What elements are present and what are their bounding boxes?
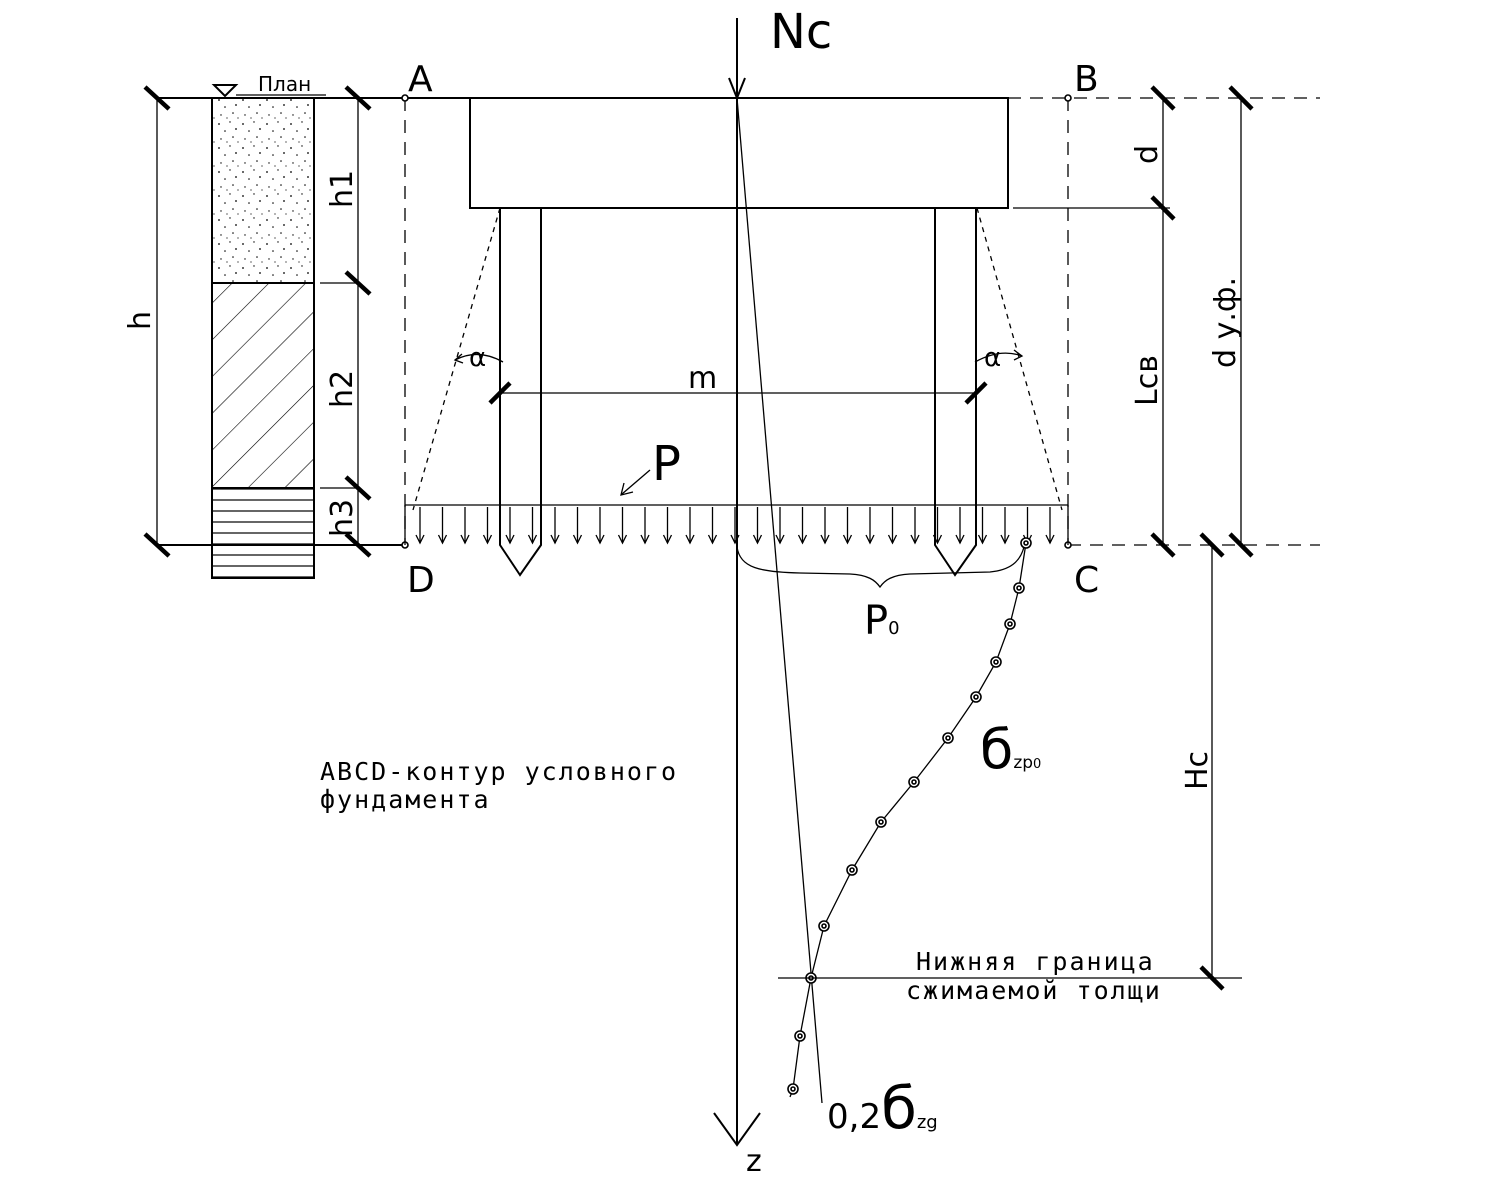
dimension-h1-h3	[344, 85, 372, 558]
pile-left	[499, 208, 542, 577]
sigma-point-inner	[797, 1033, 803, 1039]
label-h2: h2	[325, 370, 360, 408]
pressure-arrows	[415, 507, 1055, 545]
dimension-d	[1150, 85, 1176, 558]
pressure-arrow	[437, 507, 448, 545]
contour-note-line1: ABCD-контур условного	[320, 757, 678, 786]
label-sigma-zp0: бzp0	[980, 718, 1041, 781]
sigma-point-inner	[849, 867, 855, 873]
sigma-point-inner	[1007, 621, 1013, 627]
pressure-arrow	[1045, 507, 1055, 545]
pressure-arrow	[842, 507, 853, 545]
label-sigma-zg: 0,2бzg	[827, 1074, 938, 1142]
pile-right	[934, 208, 977, 577]
p-leader-arrow	[620, 469, 651, 496]
pile-cap	[469, 97, 1009, 209]
sigma-points	[787, 537, 1032, 1095]
label-d-corner: D	[407, 560, 435, 601]
sigma-point-inner	[821, 923, 827, 929]
label-b: B	[1074, 59, 1099, 100]
label-hc: Hc	[1180, 751, 1215, 790]
label-d-uf: d у.ф.	[1208, 277, 1243, 368]
pressure-arrow	[685, 507, 695, 545]
sigma-point-inner	[1016, 585, 1022, 591]
label-nc: Nc	[770, 4, 832, 60]
pressure-arrow	[707, 507, 718, 545]
pressure-arrow	[505, 507, 515, 545]
pressure-arrow	[955, 507, 965, 545]
pressure-arrow	[887, 507, 898, 545]
pressure-arrow	[482, 507, 493, 545]
label-h1: h1	[325, 170, 360, 208]
pressure-arrow	[910, 507, 920, 545]
dimension-d-uf	[1228, 85, 1254, 558]
sigma-point-inner	[945, 735, 951, 741]
sigma-point-inner	[790, 1086, 796, 1092]
pressure-arrow	[797, 507, 808, 545]
pressure-arrow	[775, 507, 785, 545]
conditional-foundation-contour	[401, 94, 1072, 549]
pressure-arrow	[1000, 507, 1010, 545]
pressure-arrow	[572, 507, 583, 545]
pressure-arrow	[550, 507, 560, 545]
pressure-arrow	[617, 507, 628, 545]
pressure-band	[404, 504, 1069, 545]
label-m: m	[688, 361, 717, 396]
label-alpha-left: α	[469, 343, 486, 373]
sigma-zp-curve	[787, 537, 1032, 1098]
pressure-arrow	[820, 507, 830, 545]
label-d: d	[1130, 145, 1165, 164]
soil-column	[211, 84, 326, 579]
label-lcv: Lсв	[1130, 355, 1165, 406]
label-alpha-right: α	[984, 343, 1001, 373]
angle-arcs	[453, 349, 1024, 364]
lower-boundary-line1: Нижняя граница	[916, 947, 1155, 976]
label-p: P	[652, 436, 681, 492]
sigma-point-inner	[911, 779, 917, 785]
contour-note-line2: фундамента	[320, 785, 491, 814]
sigma-point-inner	[993, 659, 999, 665]
load-nc-arrow	[728, 18, 746, 101]
label-h3: h3	[325, 499, 360, 537]
label-p0: P0	[864, 598, 900, 644]
p0-brace	[736, 546, 1025, 589]
label-a: A	[408, 59, 433, 100]
pressure-arrow	[977, 507, 988, 545]
pressure-arrow	[595, 507, 605, 545]
label-c: C	[1074, 560, 1099, 601]
pressure-arrow	[415, 507, 425, 545]
dimension-h	[143, 85, 171, 558]
sigma-point-inner	[973, 694, 979, 700]
label-z: z	[746, 1144, 762, 1179]
lower-boundary-line2: сжимаемой толщи	[906, 976, 1162, 1005]
label-h: h	[123, 311, 158, 330]
dimension-hc	[1199, 532, 1225, 991]
pressure-arrow	[460, 507, 470, 545]
pressure-arrow	[662, 507, 673, 545]
label-plan: План	[258, 72, 311, 96]
pressure-arrow	[640, 507, 650, 545]
sigma-point-inner	[878, 819, 884, 825]
level-triangle-icon	[211, 84, 239, 98]
z-axis	[713, 98, 761, 1147]
pressure-arrow	[527, 507, 538, 545]
sigma-point-inner	[1023, 540, 1029, 546]
pressure-arrow	[932, 507, 943, 545]
pressure-arrow	[865, 507, 875, 545]
sigma-zg-line	[736, 97, 823, 1104]
pressure-arrow	[752, 507, 763, 545]
